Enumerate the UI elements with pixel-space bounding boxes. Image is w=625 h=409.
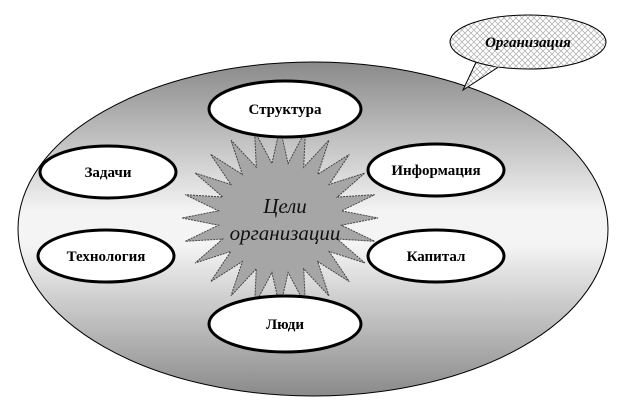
node-label: Задачи bbox=[84, 165, 131, 181]
node-tasks: Задачи bbox=[38, 144, 178, 200]
node-structure: Структура bbox=[207, 79, 363, 139]
node-label: Информация bbox=[391, 163, 480, 179]
goals-star bbox=[181, 127, 379, 309]
node-people: Люди bbox=[207, 294, 363, 354]
node-label: Люди bbox=[266, 317, 304, 333]
node-capital: Капитал bbox=[366, 228, 506, 284]
callout-label: Организация bbox=[485, 35, 571, 51]
node-label: Технология bbox=[67, 249, 146, 265]
node-technology: Технология bbox=[36, 228, 176, 284]
center-label-line2: организации bbox=[230, 221, 341, 245]
node-label: Капитал bbox=[407, 249, 466, 265]
node-information: Информация bbox=[366, 142, 506, 198]
center-label-line1: Цели bbox=[262, 194, 307, 218]
organization-callout: Организация bbox=[449, 14, 607, 92]
node-label: Структура bbox=[249, 102, 322, 118]
